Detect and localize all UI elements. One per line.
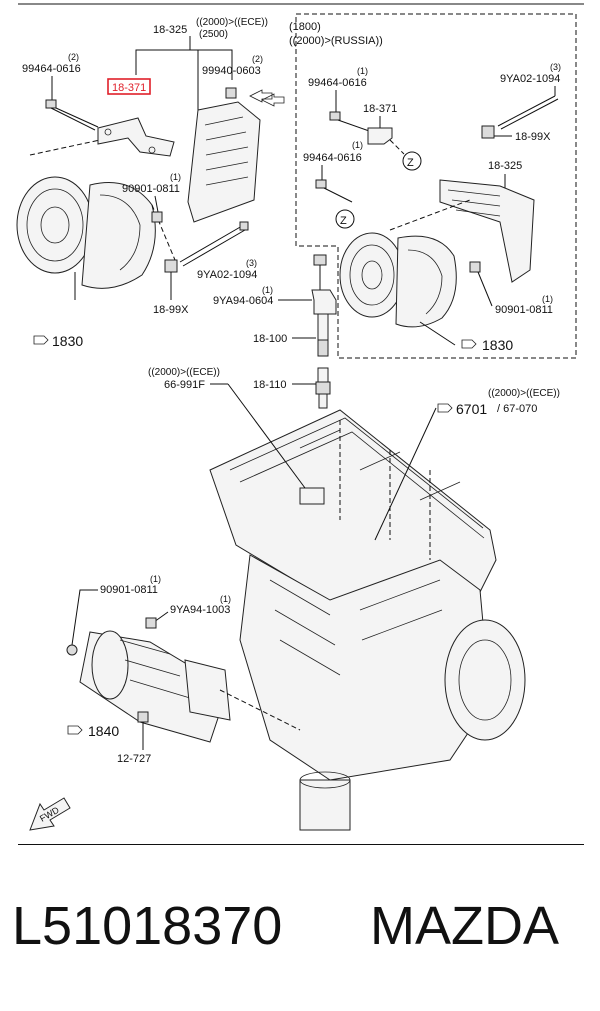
callout-18-99x-inset: 18-99X [481, 125, 551, 143]
ref-1830-left[interactable]: 1830 [33, 333, 83, 349]
double-arrow-icon [249, 89, 285, 107]
label-66-991f[interactable]: 66-991F [164, 379, 205, 391]
heat-shield-shape [187, 87, 261, 223]
callout-99940-0603: (2) 99940-0603 [202, 54, 263, 77]
cond-2500: (2500) [199, 29, 228, 40]
label-99464-0616-inset-b[interactable]: 99464-0616 [303, 152, 362, 164]
ignition-coil-shape [311, 254, 337, 357]
qty-90901-left: (1) [170, 172, 181, 182]
qty-9ya94-1003: (1) [220, 594, 231, 604]
label-99464-0616-inset-a[interactable]: 99464-0616 [308, 77, 367, 89]
label-12-727[interactable]: 12-727 [117, 753, 151, 765]
label-18-99x-inset[interactable]: 18-99X [515, 131, 551, 143]
label-18-371-inset[interactable]: 18-371 [363, 103, 397, 115]
callout-18-110: 18-110 [253, 379, 316, 391]
qty-99464-inset-a: (1) [357, 66, 368, 76]
qty-90901-inset: (1) [542, 294, 553, 304]
z-marker-b-label: Z [340, 215, 347, 227]
qty-99464-inset-b: (1) [352, 140, 363, 150]
brand-name: MAZDA [370, 896, 559, 956]
qty-9ya02-inset: (3) [550, 62, 561, 72]
label-ref-1830-inset[interactable]: 1830 [482, 337, 513, 353]
callout-9ya94-0604: (1) 9YA94-0604 [213, 285, 312, 307]
qty-9ya94-0604: (1) [262, 285, 273, 295]
label-ref-1840[interactable]: 1840 [88, 723, 119, 739]
label-18-371-highlight[interactable]: 18-371 [112, 82, 146, 94]
callout-18-99x-left: 18-99X [153, 259, 189, 316]
callout-99464-0616-inset-a: (1) 99464-0616 [308, 66, 373, 133]
callout-90901-0811-lower: (1) 90901-0811 [66, 574, 161, 656]
alternator-inset-shape [339, 199, 471, 346]
qty-90901-lower: (1) [150, 574, 161, 584]
label-18-325-top[interactable]: 18-325 [153, 24, 187, 36]
label-18-110[interactable]: 18-110 [253, 379, 286, 391]
label-9ya94-1003[interactable]: 9YA94-1003 [170, 604, 230, 616]
label-90901-0811-lower[interactable]: 90901-0811 [100, 584, 158, 596]
label-90901-0811-inset[interactable]: 90901-0811 [495, 304, 553, 316]
z-marker-a-label: Z [407, 157, 414, 169]
cond-2000-ece-top: ((2000)>((ECE)) [196, 17, 268, 28]
callout-99464-0616-inset-b: (1) 99464-0616 [303, 140, 363, 203]
engine-block-shape [209, 409, 526, 831]
fwd-arrow-icon: FWD [29, 797, 71, 831]
callout-6701: ((2000)>((ECE)) 6701 / 67-070 [374, 388, 560, 541]
callout-18-100: 18-100 [253, 333, 316, 345]
spark-plug-shape [315, 367, 331, 409]
ref-1830-inset[interactable]: 1830 [461, 337, 513, 353]
label-ref-67-070[interactable]: / 67-070 [497, 403, 537, 415]
reference-arrow-icon [461, 339, 477, 349]
part-number: L51018370 [12, 896, 283, 956]
qty-99940: (2) [252, 54, 263, 64]
z-marker-b: Z [335, 209, 355, 229]
inset-cond-1800: (1800) [289, 21, 321, 33]
bolt-icon [45, 99, 99, 131]
label-18-100[interactable]: 18-100 [253, 333, 287, 345]
callout-90901-0811-left: (1) 90901-0811 [122, 172, 181, 223]
callout-99464-0616-left: (2) 99464-0616 [22, 52, 81, 100]
qty-9ya02-left: (3) [246, 258, 257, 268]
callout-9ya02-1094-left: (3) 9YA02-1094 [179, 221, 257, 281]
cond-2000-ece-right: ((2000)>((ECE)) [488, 388, 560, 399]
reference-arrow-icon [437, 403, 453, 413]
inset-cond-russia: ((2000)>(RUSSIA)) [289, 35, 383, 47]
label-ref-1830-left[interactable]: 1830 [52, 333, 83, 349]
label-9ya02-1094-left[interactable]: 9YA02-1094 [197, 269, 257, 281]
label-9ya02-1094-inset[interactable]: 9YA02-1094 [500, 73, 560, 85]
label-9ya94-0604[interactable]: 9YA94-0604 [213, 295, 273, 307]
reference-arrow-icon [67, 725, 83, 735]
qty-99464-left: (2) [68, 52, 79, 62]
starter-motor-shape [79, 630, 301, 743]
callout-12-727: 12-727 [117, 711, 151, 765]
separator-line [18, 844, 584, 845]
highlight-18-371[interactable]: 18-371 [107, 78, 151, 95]
z-marker-a: Z [389, 139, 422, 171]
label-99940-0603[interactable]: 99940-0603 [202, 65, 261, 77]
callout-9ya02-1094-inset: (3) 9YA02-1094 [497, 62, 561, 130]
callout-9ya94-1003: (1) 9YA94-1003 [145, 594, 231, 629]
alternator-left-shape [16, 139, 176, 300]
label-ref-6701[interactable]: 6701 [456, 401, 487, 417]
inset-dashed-border [295, 13, 577, 359]
label-18-99x-left[interactable]: 18-99X [153, 304, 189, 316]
callout-18-325-top: 18-325 ((2000)>((ECE)) (2500) [135, 17, 268, 110]
callout-66-991f: ((2000)>((ECE)) 66-991F [148, 367, 306, 489]
cond-2000-ece-mid: ((2000)>((ECE)) [148, 367, 220, 378]
callout-90901-0811-inset: (1) 90901-0811 [469, 261, 553, 316]
callout-18-325-inset: 18-325 [439, 160, 535, 283]
label-18-325-inset[interactable]: 18-325 [488, 160, 522, 172]
reference-arrow-icon [33, 335, 49, 345]
highlight-box [107, 78, 151, 95]
parts-diagram: 18-325 ((2000)>((ECE)) (2500) (2) 99464-… [16, 3, 584, 831]
label-99464-0616-left[interactable]: 99464-0616 [22, 63, 81, 75]
ref-1840[interactable]: 1840 [67, 723, 119, 739]
bracket-shape [97, 117, 175, 157]
label-90901-0811-left[interactable]: 90901-0811 [122, 183, 180, 195]
callout-18-371-inset: 18-371 [363, 103, 397, 145]
